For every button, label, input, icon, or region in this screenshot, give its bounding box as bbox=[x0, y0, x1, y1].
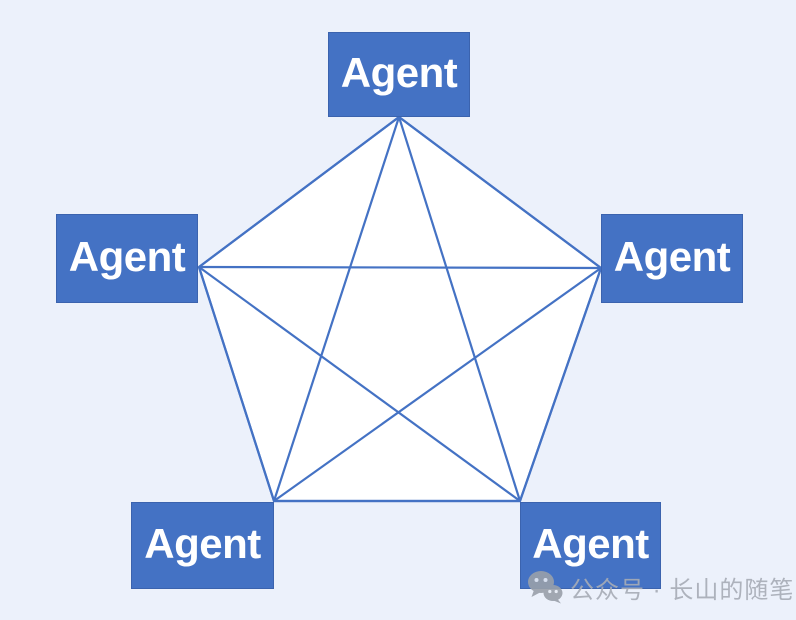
edge-line-right-bottom_right bbox=[518, 267, 603, 502]
edge-line-left-bottom_left bbox=[197, 266, 276, 502]
edge-line-top-right bbox=[398, 116, 602, 269]
agent-node-label: Agent bbox=[340, 48, 458, 96]
agent-node-label: Agent bbox=[68, 232, 186, 280]
edge-line-top-left bbox=[198, 116, 400, 268]
edge-line-left-bottom_right bbox=[198, 266, 521, 502]
edge-line-top-bottom_left bbox=[272, 116, 401, 502]
agent-node-left: Agent bbox=[56, 214, 198, 303]
agent-node-label: Agent bbox=[613, 232, 731, 280]
agent-node-label: Agent bbox=[144, 519, 261, 567]
agent-node-bottom-left: Agent bbox=[131, 502, 274, 589]
agent-node-label: Agent bbox=[532, 519, 649, 567]
edge-line-top-bottom_right bbox=[397, 116, 522, 502]
edge-line-left-right bbox=[198, 265, 602, 270]
agent-node-top: Agent bbox=[328, 32, 470, 117]
watermark-text: 公众号 · 长山的随笔 bbox=[570, 576, 795, 604]
agent-node-right: Agent bbox=[601, 214, 743, 303]
wechat-icon bbox=[528, 571, 563, 604]
watermark: 公众号 · 长山的随笔 bbox=[527, 569, 794, 605]
edge-line-right-bottom_left bbox=[273, 267, 602, 502]
